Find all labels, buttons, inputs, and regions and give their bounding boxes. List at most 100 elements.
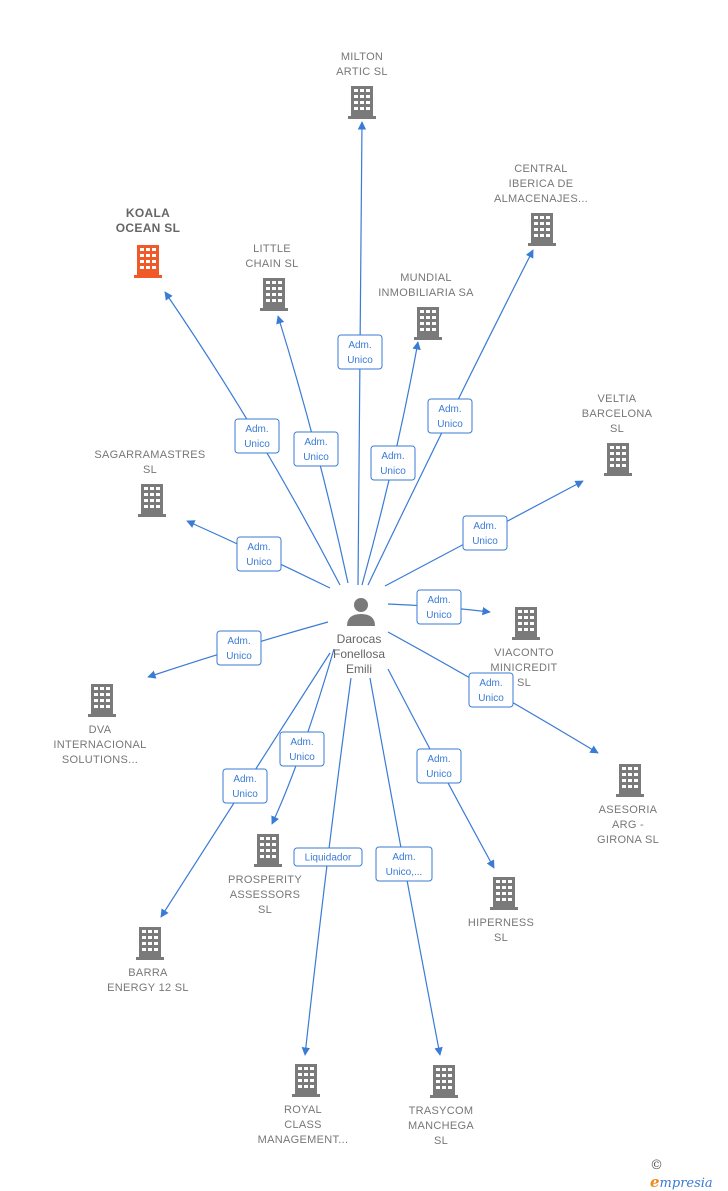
edge-label-trasycom[interactable]: Adm.Unico,... [375, 846, 433, 882]
edge-label-box [234, 418, 280, 454]
building-icon [134, 245, 162, 278]
edge-label-text: Unico [347, 355, 373, 366]
person-name-line: Fonellosa [333, 647, 385, 661]
edge-label-box [293, 847, 363, 867]
company-name-line: CHAIN SL [245, 258, 298, 270]
edge-label-koala[interactable]: Adm. Unico [234, 418, 280, 454]
building-icon [136, 927, 164, 960]
person-icon [347, 614, 375, 626]
person-name-line: Emili [346, 662, 372, 676]
company-name-line: SAGARRAMASTRES [94, 449, 205, 461]
person-icon-head [354, 598, 368, 612]
company-node-dva[interactable]: DVA INTERNACIONAL SOLUTIONS... [53, 684, 146, 766]
edge-label-box [337, 334, 383, 370]
company-name-line: DVA [89, 724, 112, 736]
edge-label-hiperness[interactable]: Adm.Unico [416, 748, 462, 784]
company-name-line: PROSPERITY [228, 874, 302, 886]
company-name-line: ARG - [612, 819, 644, 831]
edge-label-royal[interactable]: Liquidador [293, 847, 363, 867]
edge-label-text: Unico [244, 439, 270, 450]
edge-label-text: Unico [246, 557, 272, 568]
building-icon [260, 278, 288, 311]
company-node-royal[interactable]: ROYAL CLASS MANAGEMENT... [258, 1064, 349, 1146]
company-name-line: CLASS [284, 1119, 322, 1131]
company-node-milton[interactable]: MILTON ARTIC SL [336, 51, 388, 119]
company-name-line: VIACONTO [494, 647, 554, 659]
edge-label-box [279, 731, 325, 767]
company-name-line: ASESORIA [599, 804, 658, 816]
company-name-line: TRASYCOM [409, 1105, 474, 1117]
edge-label-box [462, 515, 508, 551]
company-name-line: SL [494, 932, 508, 944]
company-name-line: MILTON [341, 51, 383, 63]
company-name-line: SL [610, 423, 624, 435]
edge-label-text: Unico [380, 466, 406, 477]
edge-label-text: Adm. [473, 521, 496, 532]
edge-label-veltia[interactable]: Adm.Unico [462, 515, 508, 551]
edge-label-text: Adm. [427, 754, 450, 765]
edge-label-sagarra[interactable]: Adm.Unico [236, 536, 282, 572]
edge-label-text: Adm. [233, 774, 256, 785]
company-name-line: KOALA [126, 206, 170, 220]
company-name-line: BARCELONA [582, 408, 653, 420]
company-name-line: ENERGY 12 SL [107, 982, 189, 994]
edge-label-milton[interactable]: Adm. Unico [337, 334, 383, 370]
company-name-line: ROYAL [284, 1104, 322, 1116]
edge-label-box [375, 846, 433, 882]
edge-label-viaconto[interactable]: Adm.Unico [416, 589, 462, 625]
edge-label-text: Adm. [392, 852, 415, 863]
company-name-line: INMOBILIARIA SA [378, 287, 474, 299]
edge-label-little[interactable]: Adm.Unico [293, 431, 339, 467]
edge-label-asesoria[interactable]: Adm.Unico [468, 672, 514, 708]
edge-label-text: Adm. [348, 340, 371, 351]
edge-label-dva[interactable]: Adm.Unico [216, 630, 262, 666]
company-node-hiperness[interactable]: HIPERNESS SL [468, 877, 534, 944]
building-icon [430, 1065, 458, 1098]
edge-label-box [416, 589, 462, 625]
building-icon [348, 86, 376, 119]
company-name-line: ASSESSORS [230, 889, 301, 901]
company-name-line: MANAGEMENT... [258, 1134, 349, 1146]
person-name-line: Darocas [337, 632, 382, 646]
company-node-sagarra[interactable]: SAGARRAMASTRES SL [94, 449, 205, 517]
edge-label-text: Adm. [479, 678, 502, 689]
company-node-veltia[interactable]: VELTIA BARCELONA SL [582, 393, 653, 476]
edge-label-box [416, 748, 462, 784]
company-name-line: IBERICA DE [509, 178, 574, 190]
edge-label-text: Unico [289, 752, 315, 763]
company-name-line: HIPERNESS [468, 917, 534, 929]
company-name-line: ARTIC SL [336, 66, 388, 78]
company-name-line: MANCHEGA [408, 1120, 474, 1132]
edge-label-barra[interactable]: Adm.Unico [222, 768, 268, 804]
company-name-line: VELTIA [598, 393, 637, 405]
edge-label-mundial[interactable]: Adm.Unico [370, 445, 416, 481]
edge-label-central[interactable]: Adm.Unico [427, 398, 473, 434]
building-icon [490, 877, 518, 910]
edge-label-box [236, 536, 282, 572]
edge-label-box [370, 445, 416, 481]
brand-logo-text: mpresia [659, 1176, 713, 1191]
edge-label-text: Adm. [245, 424, 268, 435]
company-name-line: INTERNACIONAL [53, 739, 146, 751]
edge-label-text: Adm. [290, 737, 313, 748]
copyright-symbol: © [650, 1158, 663, 1173]
company-name-line: ALMACENAJES... [494, 193, 588, 205]
edge-label-text: Unico [426, 610, 452, 621]
company-name-line: SOLUTIONS... [62, 754, 138, 766]
edge-label-prosperity[interactable]: Adm. Unico [279, 731, 325, 767]
edge-label-box [293, 431, 339, 467]
edge-label-text: Adm. [438, 404, 461, 415]
company-name-line: MINICREDIT [490, 662, 557, 674]
company-name-line: SL [143, 464, 157, 476]
